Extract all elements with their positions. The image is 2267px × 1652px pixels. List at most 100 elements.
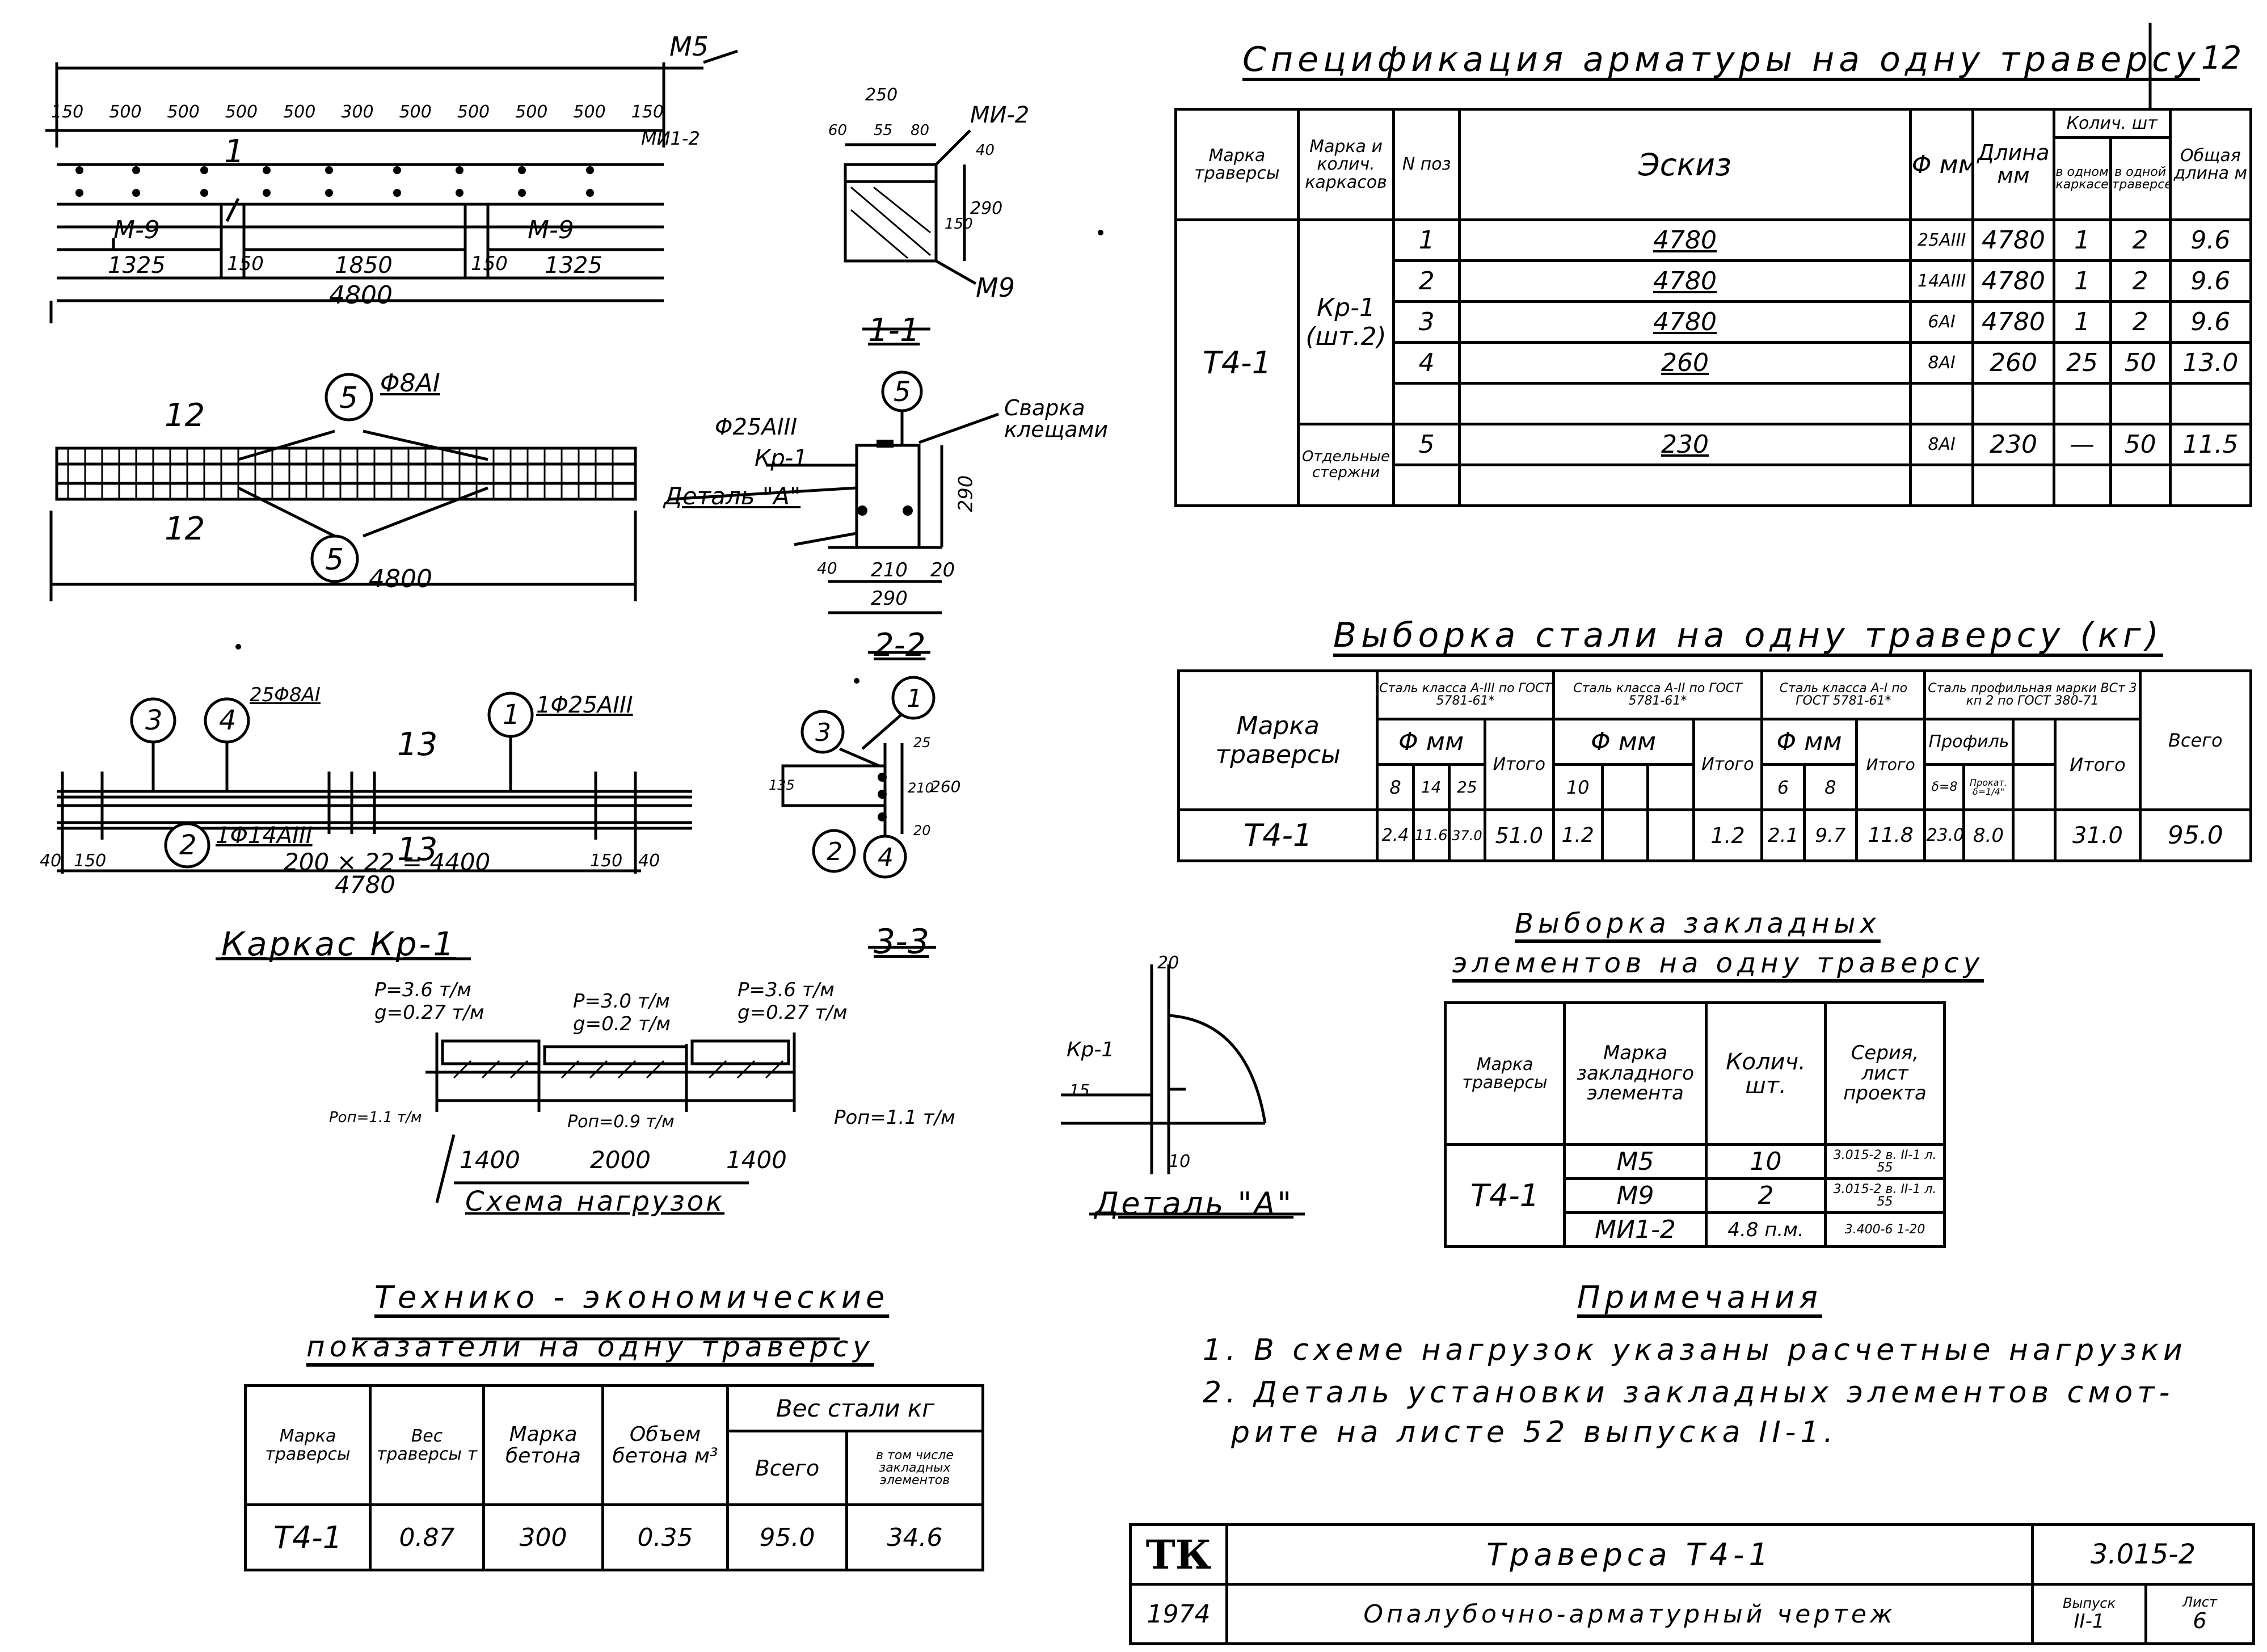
dim: 40 (817, 559, 837, 578)
dim: 80 (911, 122, 930, 139)
embed-title-1: Выборка закладных (1515, 908, 1881, 939)
embed-mark: Т4-1 (1444, 1143, 1566, 1248)
pos-5: 5 (339, 381, 359, 415)
label-mi12: MИ1-2 (641, 128, 700, 149)
dim: 500 (109, 102, 142, 122)
dim: 210 (908, 780, 934, 796)
spec-mark: Т4-1 (1174, 218, 1300, 507)
spec-title: Спецификация арматуры на одну траверсу (1242, 40, 2200, 79)
frame-title: Каркас Кр-1 (221, 925, 457, 963)
steel-h-g3: Сталь класса A-I по ГОСТ 5781-61* (1760, 669, 1927, 720)
dim: 210 (871, 559, 908, 581)
bar-label: 1Φ14AIII (216, 823, 313, 849)
steel-h-g1: Сталь класса A-III по ГОСТ 5781-61* (1376, 669, 1555, 720)
embed-h-mark: Марка траверсы (1444, 1001, 1566, 1146)
spec-h-qty2: в одной траверсе (2109, 136, 2172, 221)
sheet-number: 12 (2201, 40, 2242, 77)
pos-2: 2 (827, 837, 842, 866)
pos-1: 1 (907, 684, 922, 713)
spec-tot: 9.6 (2168, 259, 2253, 303)
title-block: ТК Траверса Т4-1 3.015-2 1974 Опалубочно… (1129, 1523, 2255, 1645)
steel-val: 1.2 (1692, 808, 1764, 862)
weld-note: Сварка клещами (1004, 395, 1109, 442)
tech-h-all: Всего (726, 1430, 848, 1506)
spec-tot: 9.6 (2168, 300, 2253, 344)
detail-a-title: Деталь "А" (1095, 1186, 1294, 1221)
steel-h-p: δ=8 (1923, 763, 1966, 811)
steel-val: 95.0 (2138, 808, 2253, 862)
tech-h-mark: Марка траверсы (244, 1384, 372, 1506)
dim: 2000 (590, 1146, 651, 1174)
dim: 40 (638, 851, 660, 871)
spec-sketch: 260 (1458, 341, 1912, 385)
tech-h-embed: в том числе закладных элементов (845, 1430, 985, 1506)
embed-elem: М5 (1563, 1143, 1708, 1180)
spec-dia: 8AI (1908, 423, 1975, 466)
dim: 250 (865, 85, 898, 105)
spec-h-frame: Марка и колич. каркасов (1296, 108, 1396, 221)
spec-q2: 2 (2109, 300, 2172, 344)
dim: 20 (930, 559, 955, 581)
embed-series: 3.015-2 в. II-1 л. 55 (1824, 1177, 1946, 1214)
steel-val: 23.0 (1923, 808, 1966, 862)
steel-mark: Т4-1 (1177, 808, 1379, 862)
steel-h-d: 14 (1411, 763, 1451, 811)
tech-title-1: Технико - экономические (374, 1279, 890, 1315)
bar-label: Φ8AI (380, 369, 440, 398)
tech-h-concrete: Марка бетона (482, 1384, 604, 1506)
load-p: P=3.6 т/м (738, 979, 835, 1001)
stamp-logo: ТК (1129, 1523, 1228, 1586)
spec-q2: 2 (2109, 259, 2172, 303)
dim-total: 4780 (335, 871, 395, 899)
steel-h-d: 6 (1760, 763, 1806, 811)
dim: 150 (471, 252, 508, 275)
label-kr1: Кр-1 (1067, 1038, 1115, 1061)
spec-pos: 3 (1392, 300, 1461, 344)
steel-title: Выборка стали на одну траверсу (кг) (1333, 616, 2163, 655)
spec-tot: 9.6 (2168, 218, 2253, 262)
steel-h-mark: Марка траверсы (1177, 669, 1379, 811)
dim-total: 4800 (329, 281, 393, 310)
load-g: g=0.27 т/м (738, 1001, 848, 1024)
label-m9: M9 (976, 272, 1015, 303)
dim: 60 (828, 122, 848, 139)
load-g: g=0.27 т/м (374, 1001, 484, 1024)
embed-qty: 10 (1705, 1143, 1827, 1180)
pos-4: 4 (219, 705, 237, 736)
dim: 40 (40, 851, 62, 871)
spec-h-sketch: Эскиз (1458, 108, 1912, 221)
label-m9-left: M-9 (113, 216, 160, 245)
embed-series: 3.400-6 1-20 (1824, 1211, 1946, 1248)
dim: 135 (769, 777, 795, 793)
tech-volume: 0.35 (601, 1503, 729, 1571)
section-title-1-1: 1-1 (868, 312, 920, 349)
dim: 290 (954, 475, 977, 512)
pos-5: 5 (894, 376, 911, 408)
steel-table: Марка траверсы Сталь класса A-III по ГОС… (1177, 669, 2253, 862)
dim: 150 (945, 216, 973, 233)
note-2: 2. Деталь установки закладных элементов … (1203, 1376, 2175, 1410)
detail-ref: Деталь "А" (664, 482, 801, 510)
tech-concrete: 300 (482, 1503, 604, 1571)
tech-mark: Т4-1 (244, 1503, 372, 1571)
stamp-title-1: Траверса Т4-1 (1225, 1523, 2034, 1586)
dim: 500 (283, 102, 316, 122)
dim: 290 (871, 587, 908, 610)
dim: 40 (976, 142, 995, 159)
section-title-2-2: 2-2 (874, 627, 926, 664)
spec-q1: 1 (2052, 218, 2112, 262)
spec-q1: 25 (2052, 341, 2112, 385)
spec-h-total: Общая длина м (2168, 108, 2253, 221)
label-m5: M5 (669, 31, 709, 62)
section-mark-1: 1 (224, 133, 245, 170)
dim: 200 × 22 = 4400 (284, 848, 491, 876)
steel-val: 51.0 (1483, 808, 1555, 862)
spec-dia: 14AIII (1908, 259, 1975, 303)
label-mi2: MИ-2 (970, 102, 1030, 128)
bar-label: 25Φ8AI (250, 684, 321, 706)
spec-sketch: 230 (1458, 423, 1912, 466)
spec-sketch: 4780 (1458, 259, 1912, 303)
tech-h-steel: Вес стали кг (726, 1384, 985, 1432)
dim: 260 (930, 777, 961, 796)
